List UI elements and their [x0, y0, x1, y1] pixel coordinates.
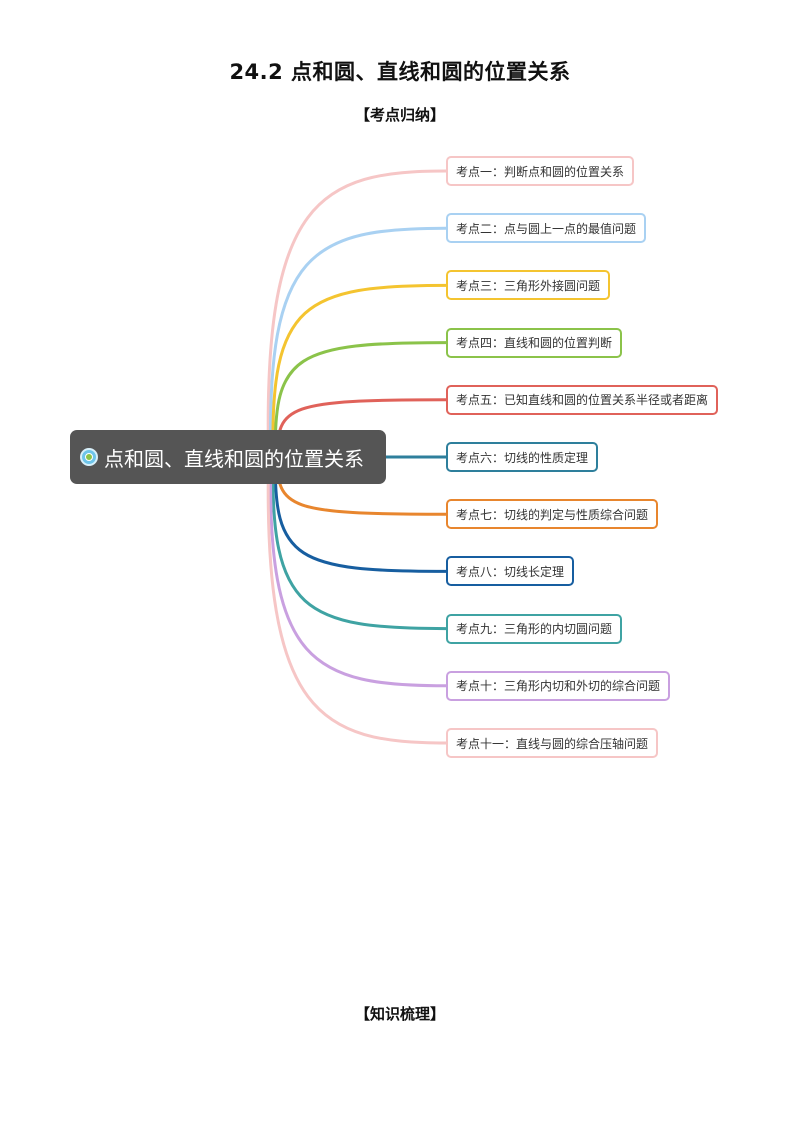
branch-node-1[interactable]: 考点一：判断点和圆的位置关系: [446, 156, 635, 186]
branch-label: 考点七：切线的判定与性质综合问题: [456, 507, 649, 522]
mindmap-root-label: 点和圆、直线和圆的位置关系: [104, 446, 364, 471]
branch-node-9[interactable]: 考点九：三角形的内切圆问题: [446, 613, 623, 644]
branch-connector-9: [271, 455, 448, 631]
branch-label: 考点一：判断点和圆的位置关系: [456, 164, 625, 179]
section-heading-summary: 【考点归纳】: [354, 106, 445, 124]
mindmap-root[interactable]: 点和圆、直线和圆的位置关系: [70, 430, 386, 484]
branch-connector-2: [269, 226, 448, 459]
branch-label: 考点二：点与圆上一点的最值问题: [456, 221, 637, 236]
branch-node-6[interactable]: 考点六：切线的性质定理: [446, 442, 599, 472]
target-icon: [80, 448, 98, 466]
branch-connector-4: [273, 341, 448, 459]
branch-connector-1: [266, 169, 448, 459]
branch-node-4[interactable]: 考点四：直线和圆的位置判断: [446, 327, 623, 358]
branch-connector-8: [273, 455, 448, 573]
branch-label: 考点三：三角形外接圆问题: [456, 278, 601, 293]
branch-label: 考点四：直线和圆的位置判断: [456, 336, 613, 351]
branch-label: 考点十：三角形内切和外切的综合问题: [456, 679, 661, 694]
branch-node-5[interactable]: 考点五：已知直线和圆的位置关系半径或者距离: [446, 384, 719, 415]
branch-node-2[interactable]: 考点二：点与圆上一点的最值问题: [446, 213, 647, 244]
page-title: 24.2 点和圆、直线和圆的位置关系: [229, 60, 571, 84]
branch-node-3[interactable]: 考点三：三角形外接圆问题: [446, 270, 611, 301]
branch-label: 考点九：三角形的内切圆问题: [456, 622, 613, 637]
section-heading-review: 【知识梳理】: [354, 1005, 445, 1023]
branch-label: 考点十一：直线与圆的综合压轴问题: [456, 736, 649, 751]
branch-node-7[interactable]: 考点七：切线的判定与性质综合问题: [446, 499, 659, 530]
branch-label: 考点六：切线的性质定理: [456, 450, 589, 465]
branch-node-11[interactable]: 考点十一：直线与圆的综合压轴问题: [446, 728, 659, 758]
branch-connector-10: [269, 455, 448, 688]
branch-connector-3: [271, 283, 448, 459]
branch-node-10[interactable]: 考点十：三角形内切和外切的综合问题: [446, 670, 671, 701]
branch-label: 考点五：已知直线和圆的位置关系半径或者距离: [456, 393, 709, 408]
branch-label: 考点八：切线长定理: [456, 564, 565, 579]
branch-node-8[interactable]: 考点八：切线长定理: [446, 556, 575, 587]
branch-connector-11: [266, 455, 448, 745]
